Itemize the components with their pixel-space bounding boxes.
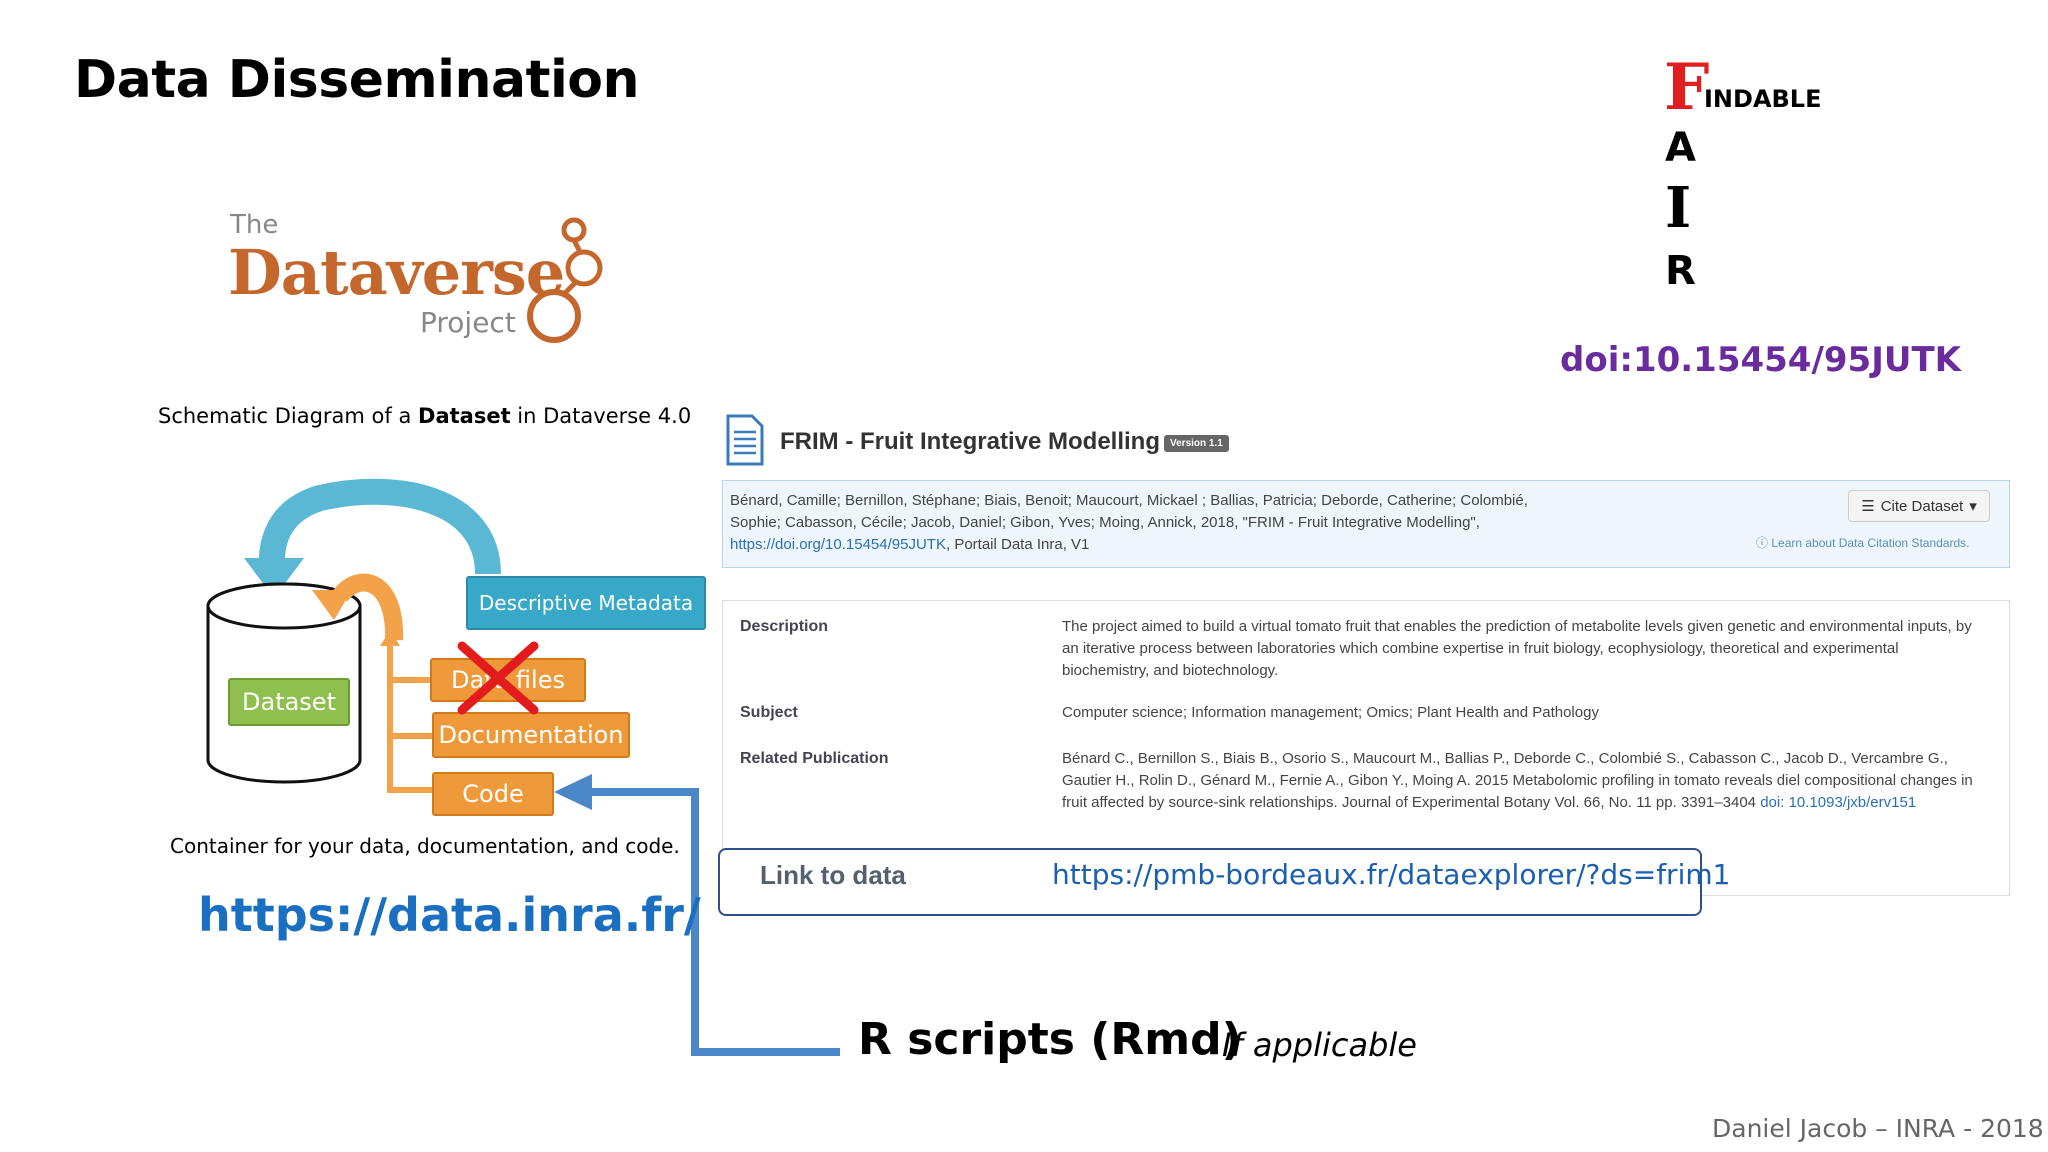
schematic-caption: Schematic Diagram of a Dataset in Datave… bbox=[158, 404, 691, 428]
link-to-data-box bbox=[718, 848, 1702, 916]
descriptive-metadata-box: Descriptive Metadata bbox=[466, 576, 706, 630]
related-publication-label: Related Publication bbox=[740, 750, 889, 767]
dataverse-logo-wordmark: Dataverse bbox=[228, 236, 565, 309]
fair-f-letter: F bbox=[1664, 50, 1710, 125]
connector-arrow-head bbox=[554, 774, 592, 810]
citation-tail: , Portail Data Inra, V1 bbox=[945, 536, 1090, 553]
dataverse-logo-the: The bbox=[230, 210, 279, 240]
dataverse-logo-icon bbox=[527, 217, 603, 343]
info-icon: ⓘ bbox=[1756, 536, 1772, 550]
fair-a-letter: A bbox=[1665, 125, 1696, 171]
r-scripts-connector-arrow bbox=[554, 774, 840, 1056]
orange-arrow-head bbox=[312, 590, 352, 620]
schematic-caption-bold: Dataset bbox=[418, 404, 511, 428]
subject-value: Computer science; Information management… bbox=[1062, 704, 1599, 721]
link-to-data-label: Link to data bbox=[760, 860, 906, 890]
subject-label: Subject bbox=[740, 704, 798, 721]
fair-findable-rest: INDABLE bbox=[1704, 85, 1822, 113]
citation-doi-link[interactable]: https://doi.org/10.15454/95JUTK bbox=[730, 536, 946, 553]
footer-credit: Daniel Jacob – INRA - 2018 bbox=[1712, 1114, 2044, 1143]
link-to-data-url[interactable]: https://pmb-bordeaux.fr/dataexplorer/?ds… bbox=[1052, 858, 1731, 891]
dataset-schematic-graphic bbox=[206, 478, 501, 793]
document-icon bbox=[726, 414, 764, 466]
metadata-panel bbox=[722, 600, 2010, 896]
cite-dataset-button[interactable]: ☰ Cite Dataset ▾ bbox=[1848, 490, 1990, 522]
record-title: FRIM - Fruit Integrative Modelling bbox=[780, 428, 1160, 455]
citation-body: Bénard, Camille; Bernillon, Stéphane; Bi… bbox=[730, 492, 1528, 531]
dataverse-logo-project: Project bbox=[420, 306, 516, 339]
publication-text: Bénard C., Bernillon S., Biais B., Osori… bbox=[1062, 750, 1973, 811]
citation-text: Bénard, Camille; Bernillon, Stéphane; Bi… bbox=[730, 490, 1530, 556]
schematic-caption-suffix: in Dataverse 4.0 bbox=[510, 404, 692, 428]
caret-down-icon: ▾ bbox=[1969, 498, 1977, 515]
description-value: The project aimed to build a virtual tom… bbox=[1062, 618, 1972, 679]
slide-title: Data Dissemination bbox=[74, 50, 640, 110]
citation-box bbox=[722, 480, 2010, 568]
version-badge: Version 1.1 bbox=[1164, 435, 1229, 452]
related-publication-value: Bénard C., Bernillon S., Biais B., Osori… bbox=[1062, 748, 1982, 814]
schematic-caption-prefix: Schematic Diagram of a bbox=[158, 404, 419, 428]
data-files-box: Data files bbox=[430, 658, 586, 702]
description-label: Description bbox=[740, 618, 829, 635]
orange-bracket bbox=[387, 640, 432, 793]
cross-out-icon bbox=[457, 641, 539, 715]
orange-curve-arrow bbox=[332, 573, 404, 641]
metadata-arrow-head bbox=[244, 558, 304, 598]
fair-i-letter: I bbox=[1665, 175, 1692, 241]
publication-doi-link[interactable]: 10.1093/jxb/erv151 bbox=[1788, 794, 1917, 811]
cite-dataset-label: Cite Dataset bbox=[1880, 497, 1964, 515]
learn-citation-link[interactable]: ⓘ Learn about Data Citation Standards. bbox=[1756, 534, 1969, 551]
container-caption: Container for your data, documentation, … bbox=[170, 834, 680, 858]
data-inra-link[interactable]: https://data.inra.fr/ bbox=[198, 888, 701, 942]
metadata-curve-arrow bbox=[258, 478, 501, 575]
list-icon: ☰ bbox=[1861, 498, 1875, 515]
learn-citation-label: Learn about Data Citation Standards. bbox=[1771, 536, 1970, 550]
publication-doi-prefix: doi: bbox=[1760, 794, 1785, 811]
doi-label: doi:10.15454/95JUTK bbox=[1560, 340, 1961, 380]
if-applicable-note: If applicable bbox=[1222, 1026, 1417, 1064]
documentation-box: Documentation bbox=[432, 712, 630, 758]
code-box: Code bbox=[432, 772, 554, 816]
dataset-box: Dataset bbox=[228, 678, 350, 726]
r-scripts-label: R scripts (Rmd) bbox=[858, 1014, 1242, 1065]
fair-r-letter: R bbox=[1665, 248, 1696, 294]
